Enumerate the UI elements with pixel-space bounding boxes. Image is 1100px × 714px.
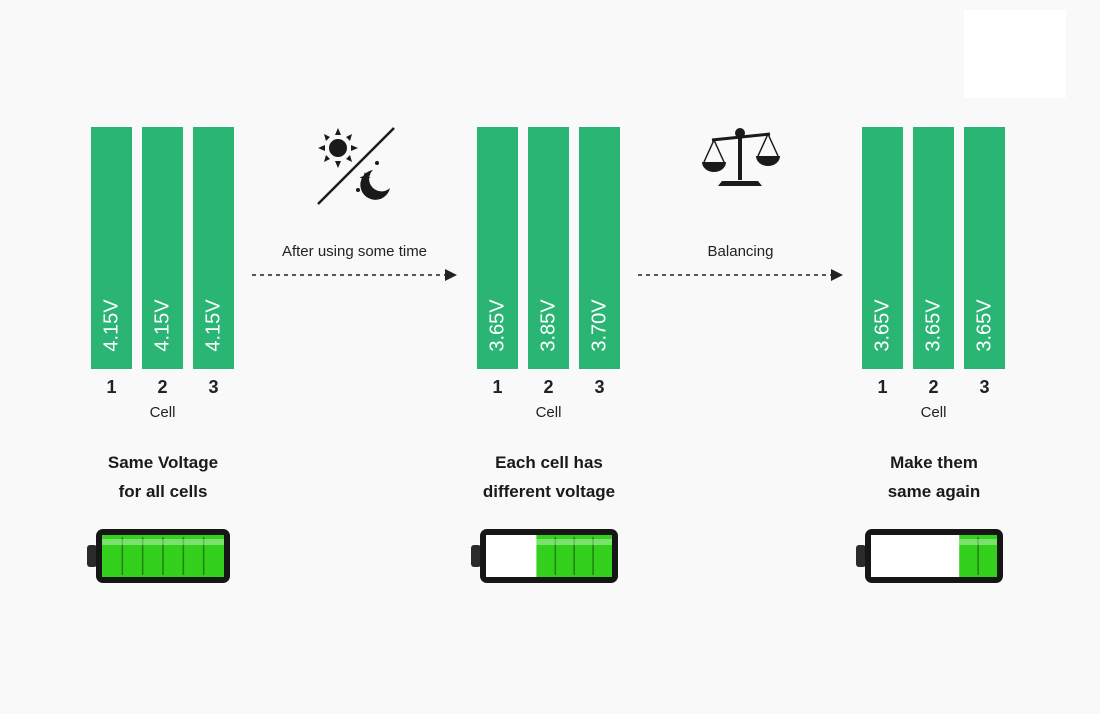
cell-number: 3 [979,377,990,397]
cell-bar: 3.65V [477,127,518,369]
cell-voltage: 3.65V [973,299,995,352]
cell-number: 1 [106,377,117,397]
caption-line: Each cell has [495,453,603,472]
battery-terminal [856,545,866,567]
stage-caption: Make them same again [822,448,1046,506]
stage-initial: 4.15V 4.15V 4.15V 1 2 3 Cell Same Voltag… [91,127,235,501]
arrow-label: Balancing [707,243,774,260]
cell-number: 3 [208,377,219,397]
cell-voltage: 3.85V [537,299,559,352]
cell-bar: 4.15V [91,127,132,369]
cell-bar: 3.70V [579,127,620,369]
cell-voltage: 3.65V [871,299,893,352]
cell-voltage: 3.70V [588,299,610,352]
cell-voltage: 3.65V [922,299,944,352]
dashed-arrow-icon [252,269,457,281]
cell-axis-label: Cell [535,404,562,421]
cell-number: 3 [594,377,605,397]
cell-bar: 3.65V [862,127,903,369]
cell-bars: 3.65V 3.85V 3.70V [477,127,621,369]
caption-line: for all cells [118,482,208,501]
cell-bar: 3.65V [964,127,1005,369]
cell-number: 2 [928,377,939,397]
caption-line: same again [887,482,981,501]
blank-panel [964,10,1066,98]
cell-voltage: 4.15V [100,299,122,352]
cell-bar: 3.85V [528,127,569,369]
battery-highlight [102,539,224,545]
cell-number: 1 [877,377,888,397]
stage-caption: Same Voltage for all cells [51,448,275,506]
cell-bars: 4.15V 4.15V 4.15V [91,127,235,369]
battery-icon [87,529,230,583]
cell-bar: 4.15V [193,127,234,369]
battery-terminal [471,545,481,567]
arrow-label: After using some time [281,243,428,260]
caption-line: Same Voltage [107,453,219,472]
cell-bars: 3.65V 3.65V 3.65V [862,127,1006,369]
cell-number: 2 [543,377,554,397]
stage-caption: Each cell has different voltage [437,448,661,506]
stage-after-use: 3.65V 3.85V 3.70V 1 2 3 Cell Each cell h… [477,127,621,501]
battery-icon [856,529,1003,583]
cell-number: 2 [157,377,168,397]
cell-axis-label: Cell [149,404,176,421]
cell-number: 1 [492,377,503,397]
battery-highlight [959,539,997,545]
balance-scale-icon [702,128,780,186]
stage-balanced: 3.65V 3.65V 3.65V 1 2 3 Cell Make them s… [862,127,1006,501]
cell-bar: 4.15V [142,127,183,369]
day-night-icon [317,127,395,205]
battery-highlight [536,539,612,545]
transition-arrow: Balancing [638,243,843,282]
cell-voltage: 3.65V [486,299,508,352]
cell-bar: 3.65V [913,127,954,369]
dashed-arrow-icon [638,269,843,281]
battery-icon [471,529,618,583]
cell-voltage: 4.15V [151,299,173,352]
caption-line: different voltage [482,482,616,501]
cell-axis-label: Cell [920,404,947,421]
caption-line: Make them [890,453,978,472]
transition-arrow: After using some time [252,243,457,282]
cell-voltage: 4.15V [202,299,224,352]
battery-terminal [87,545,97,567]
